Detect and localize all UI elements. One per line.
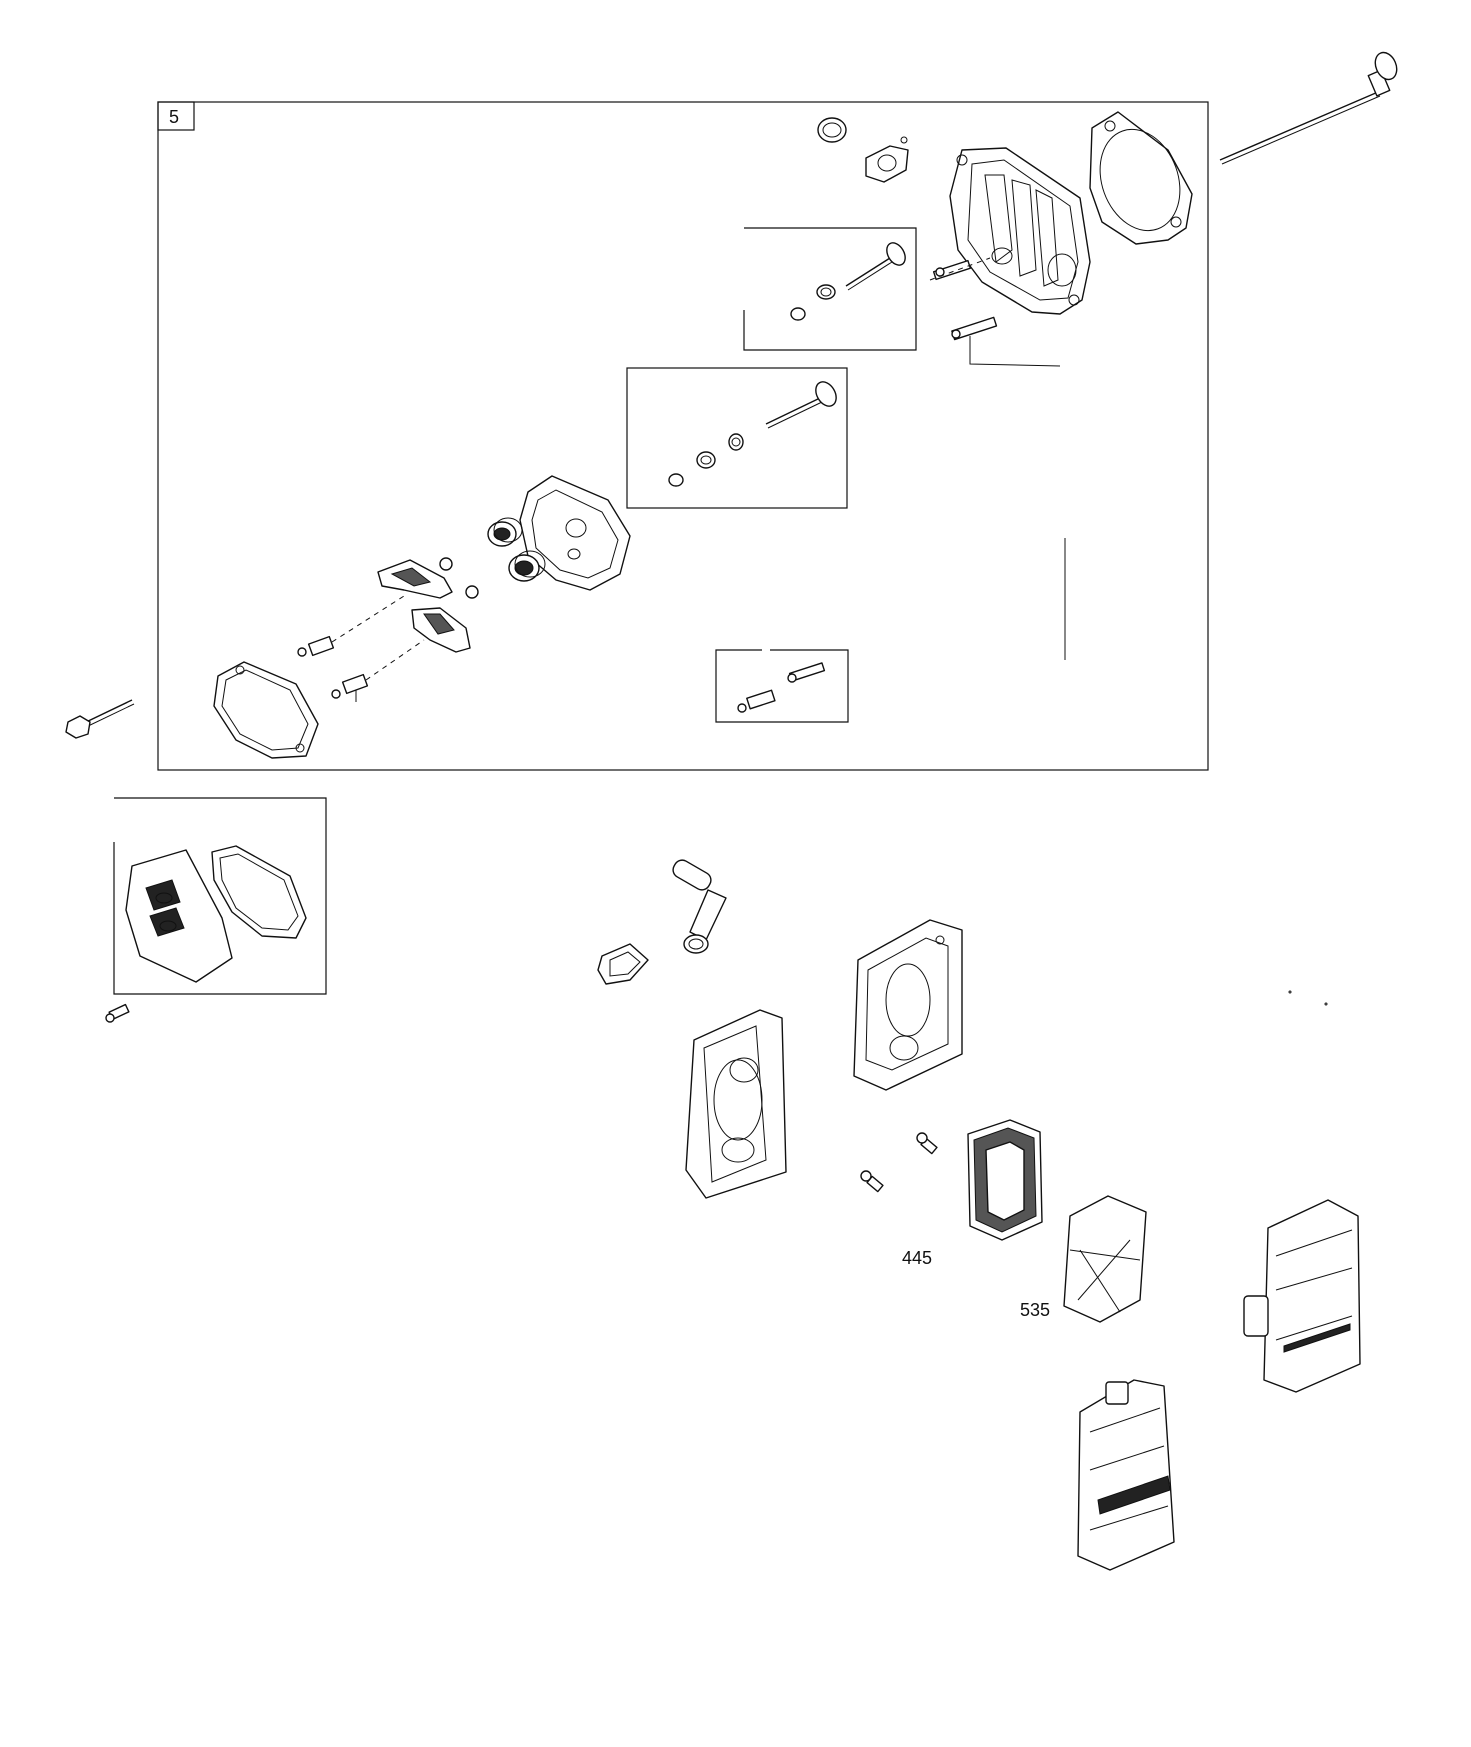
intake-valve-box (626, 367, 848, 509)
callout-445: 445 (902, 1248, 932, 1268)
callout-535: 535 (1020, 1300, 1050, 1320)
rocker-cover-gasket (213, 661, 319, 759)
cylinder-head (949, 147, 1091, 315)
rocker-stud-lower (331, 673, 369, 702)
valve-spring-upper (487, 517, 523, 547)
exhaust-valve-box (743, 227, 917, 351)
cover-screw (105, 1003, 130, 1023)
kit-box-number: 5 (169, 107, 179, 127)
base-screw-lower (860, 1170, 884, 1193)
air-cleaner-base-left (685, 1009, 787, 1199)
breather-gasket (597, 943, 649, 985)
air-cleaner-cover-bottom (1077, 1379, 1175, 1571)
head-gasket (1089, 111, 1193, 245)
rocker-arm-lower (411, 607, 471, 653)
spring-retainer-upper (439, 557, 453, 571)
spring-retainer-lower (465, 585, 479, 599)
guide-pin-upper (932, 259, 972, 281)
stray-mark (1288, 990, 1292, 994)
guide-pin-lower (951, 316, 1061, 367)
stray-mark (1324, 1002, 1328, 1006)
breather-elbow-tube (672, 859, 727, 954)
intake-gasket-ring (817, 117, 847, 143)
intake-gasket (865, 136, 909, 183)
long-head-bolt (1219, 51, 1398, 165)
stud-kit-box (715, 649, 849, 723)
base-screw-upper (916, 1132, 938, 1155)
cylinder-head-kit-box: 5 (157, 101, 1209, 771)
rocker-cover-box (113, 797, 327, 995)
air-filter-element (967, 1119, 1043, 1241)
rocker-stud-upper (297, 635, 335, 657)
air-cleaner-base-right (853, 919, 963, 1091)
rocker-cover-bolt (65, 699, 135, 739)
rocker-support-plate (519, 475, 631, 591)
pre-cleaner (1063, 1195, 1147, 1323)
air-cleaner-cover-right (1243, 1199, 1361, 1393)
rocker-arm-upper (377, 559, 453, 599)
valve-spring-lower (508, 550, 546, 582)
